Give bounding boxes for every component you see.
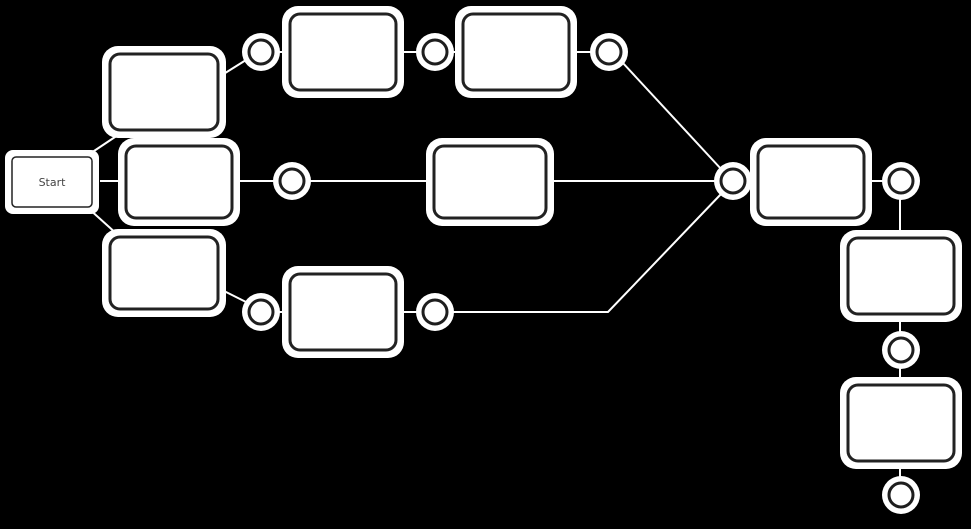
start-label: Start — [39, 176, 67, 189]
process-boxes — [102, 6, 962, 469]
box-right-2[interactable] — [840, 377, 962, 469]
connector-nodes — [242, 33, 920, 514]
box-mid-left[interactable] — [118, 138, 240, 226]
box-bottom-left[interactable] — [102, 229, 226, 317]
node-bottom-1[interactable] — [242, 293, 280, 331]
node-top-3[interactable] — [590, 33, 628, 71]
node-right-1[interactable] — [882, 162, 920, 200]
connector-top-to-merge — [621, 61, 723, 171]
box-right-1[interactable] — [840, 230, 962, 322]
box-mid-center[interactable] — [426, 138, 554, 226]
box-bottom-center[interactable] — [282, 266, 404, 358]
node-right-2[interactable] — [882, 331, 920, 369]
box-merge[interactable] — [750, 138, 872, 226]
connector-bottom-to-merge — [450, 192, 723, 313]
node-top-2[interactable] — [416, 33, 454, 71]
box-top-left[interactable] — [102, 46, 226, 138]
box-top-2[interactable] — [455, 6, 577, 98]
start-box[interactable]: Start — [5, 150, 99, 214]
node-right-3[interactable] — [882, 476, 920, 514]
node-bottom-2[interactable] — [416, 293, 454, 331]
node-mid-1[interactable] — [273, 162, 311, 200]
node-top-1[interactable] — [242, 33, 280, 71]
box-top-1[interactable] — [282, 6, 404, 98]
node-merge[interactable] — [714, 162, 752, 200]
